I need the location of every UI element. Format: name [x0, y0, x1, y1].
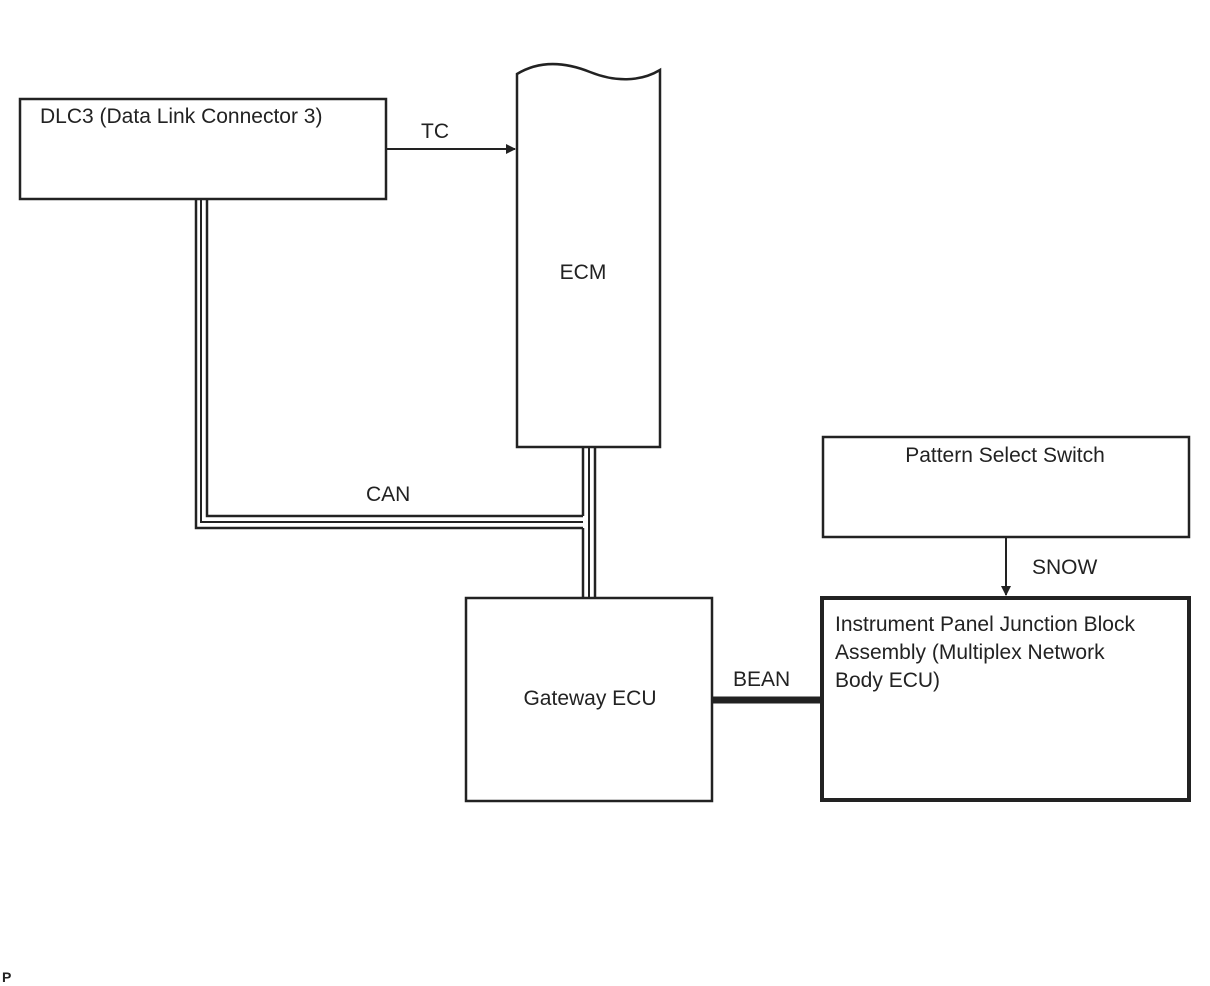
bean-line: BEAN [712, 668, 822, 704]
ecm-block: ECM [515, 62, 662, 449]
instrument-panel-jb-block: Instrument Panel Junction Block Assembly… [820, 596, 1191, 802]
instrument-panel-jb-label-line1: Instrument Panel Junction Block [835, 613, 1135, 636]
bean-label: BEAN [733, 668, 790, 691]
can-label: CAN [366, 483, 410, 506]
snow-signal-line: SNOW [1001, 537, 1098, 596]
instrument-panel-jb-label-line2: Assembly (Multiplex Network [835, 641, 1105, 664]
gateway-ecu-block: Gateway ECU [464, 596, 714, 803]
snow-label: SNOW [1032, 556, 1098, 579]
dlc3-label: DLC3 (Data Link Connector 3) [40, 105, 322, 128]
ecm-label: ECM [560, 261, 607, 284]
pattern-select-switch-block: Pattern Select Switch [821, 435, 1191, 539]
tc-label: TC [421, 120, 449, 143]
pattern-select-switch-label: Pattern Select Switch [905, 444, 1105, 467]
gateway-ecu-label: Gateway ECU [523, 687, 656, 710]
corner-label: P [2, 969, 11, 985]
dlc3-block: DLC3 (Data Link Connector 3) [18, 97, 388, 201]
instrument-panel-jb-label-line3: Body ECU) [835, 669, 940, 692]
tc-signal-line: TC [386, 120, 516, 154]
can-bus-line [194, 199, 597, 597]
